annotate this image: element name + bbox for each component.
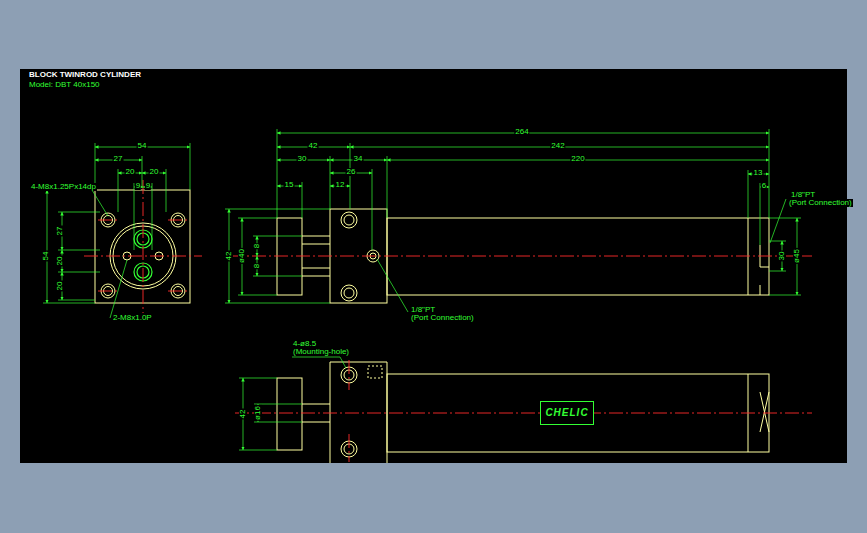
dimension-label: (Mounting-hole) [292,348,350,356]
dimension-label: (Port Connection) [410,314,475,322]
dimension-label: 54 [137,142,148,150]
dimension-label: 1/8"PT [410,306,436,314]
name-plate: CHELIC [540,401,594,425]
dimension-label: ø45 [793,248,801,264]
dimension-label: 1/8"PT [790,191,816,199]
dimension-label: 9 [135,182,141,190]
dimension-label: 34 [353,155,364,163]
dimension-label: 20 [149,168,160,176]
dimension-label: 9 [145,182,151,190]
dimension-label: 8 [253,243,261,249]
dimension-label: 13 [753,169,764,177]
dimension-label: 4-M8x1.25Px14dp [30,183,97,191]
dimension-label: 27 [56,226,64,237]
plate-text: CHELIC [545,408,588,418]
dimension-label: 8 [253,263,261,269]
dimension-label: 20 [125,168,136,176]
dimension-label: 15 [284,181,295,189]
dimension-label: 42 [308,142,319,150]
dimension-label: 30 [297,155,308,163]
dimension-label: 220 [570,155,585,163]
dimension-label: 20 [56,281,64,292]
dimension-label: 12 [335,181,346,189]
dimension-label: 27 [113,155,124,163]
dimension-label: 42 [239,409,247,420]
dimension-label: 54 [42,251,50,262]
dimension-label: 20 [56,256,64,267]
dimension-label: 6 [761,182,767,190]
dimension-label: 242 [550,142,565,150]
dimension-label: (Port Connection) [788,199,853,207]
dimension-label: Model: DBT 40x150 [28,81,101,89]
dimension-label: 30 [778,251,786,262]
dimension-label: ø16 [254,405,262,421]
dimension-label: 4-ø8.5 [292,340,317,348]
drawing-title: BLOCK TWINROD CYLINDER [28,71,142,79]
dimension-label: 26 [346,168,357,176]
dimension-label: 42 [225,251,233,262]
dimension-label: 264 [514,128,529,136]
dimension-label: 2-M8x1.0P [112,314,153,322]
dimension-label: ø40 [238,248,246,264]
